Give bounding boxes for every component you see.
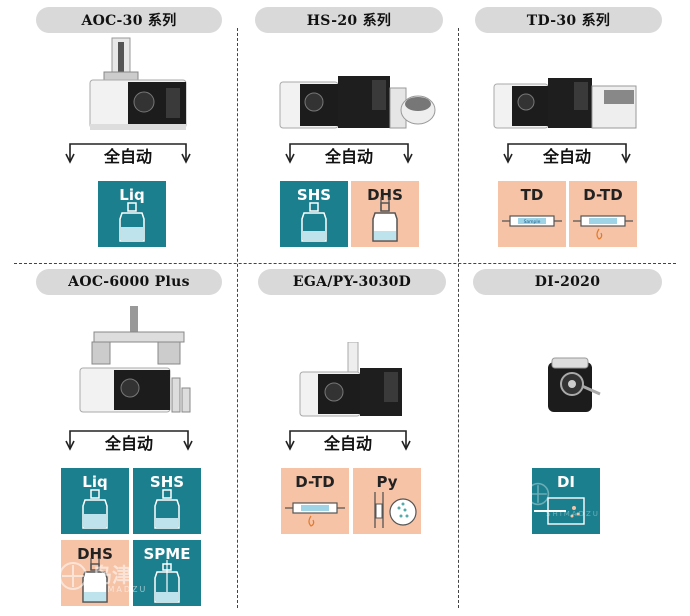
bottle-icon: [119, 202, 145, 242]
bottle-icon: [82, 558, 108, 603]
auto-indicator-aoc6000: 全自动: [64, 427, 194, 457]
mode-tile-d-td: D-TD: [569, 181, 637, 247]
mode-label: DHS: [77, 545, 113, 563]
auto-label: 全自动: [324, 147, 373, 166]
gc-instrument-td30: [493, 78, 637, 129]
gc-instrument-aoc6000: [79, 306, 191, 413]
mode-label: D-TD: [583, 186, 623, 204]
gc-instrument-aoc30: [89, 37, 187, 130]
watermark-cn: 岛津: [92, 563, 132, 587]
auto-label: 全自动: [323, 434, 372, 453]
gc-instrument-egapy: [299, 342, 402, 417]
bottle-icon: [301, 202, 327, 242]
auto-label: 全自动: [542, 147, 591, 166]
mode-tile-td: TD Sample: [498, 181, 566, 247]
pyrolysis-icon: [374, 492, 417, 528]
mode-tile-spme: SPME: [133, 540, 201, 606]
auto-indicator-egapy: 全自动: [284, 427, 412, 457]
mode-tile-py: Py: [353, 468, 421, 534]
shimadzu-watermark-right: SHIMADZU: [526, 480, 606, 520]
tube-icon: [285, 502, 345, 527]
mode-label: SHS: [149, 473, 185, 491]
auto-indicator-aoc30: 全自动: [64, 140, 192, 170]
mode-tile-dhs: DHS: [351, 181, 419, 247]
column-divider-left: [237, 28, 238, 608]
mode-label: SHS: [296, 186, 332, 204]
system-title-aoc30: AOC-30 系列: [36, 7, 222, 33]
bottle-icon: [82, 489, 108, 529]
system-title-aoc6000: AOC-6000 Plus: [36, 269, 222, 295]
mode-tile-di: DI: [532, 468, 600, 534]
direct-inlet-icon: [534, 497, 585, 525]
mode-label: TD: [520, 186, 544, 204]
mode-tile-d-td: D-TD: [281, 468, 349, 534]
auto-indicator-td30: 全自动: [502, 140, 632, 170]
mode-label: D-TD: [295, 473, 335, 491]
mode-label: Liq: [119, 186, 145, 204]
shimadzu-logo-icon: [526, 482, 550, 506]
row-divider: [14, 263, 676, 264]
system-title-hs20: HS-20 系列: [255, 7, 443, 33]
mode-label: Liq: [82, 473, 108, 491]
mode-tile-liq: Liq: [98, 181, 166, 247]
system-title-di2020: DI-2020: [473, 269, 662, 295]
direct-inlet-device: [548, 357, 601, 412]
auto-label: 全自动: [103, 147, 152, 166]
tube-sample-text: Sample: [524, 219, 541, 225]
bottle-icon: [154, 489, 180, 529]
tube-icon: [573, 215, 633, 240]
auto-label: 全自动: [104, 434, 153, 453]
bottle-icon: [154, 560, 180, 603]
mode-label: DI: [556, 473, 576, 491]
mode-tile-shs: SHS: [280, 181, 348, 247]
shimadzu-logo-icon: [59, 562, 87, 590]
shimadzu-watermark: 岛津 SHIMADZU: [58, 557, 168, 601]
mode-tile-liq: Liq: [61, 468, 129, 534]
system-title-td30: TD-30 系列: [475, 7, 662, 33]
system-title-egapy: EGA/PY-3030D: [258, 269, 446, 295]
mode-label: DHS: [367, 186, 403, 204]
mode-tile-shs: SHS: [133, 468, 201, 534]
gc-instrument-hs20: [279, 76, 436, 129]
bottle-icon: [372, 197, 398, 242]
mode-label: Py: [376, 473, 398, 491]
watermark-en: SHIMADZU: [88, 585, 148, 594]
auto-indicator-hs20: 全自动: [284, 140, 414, 170]
column-divider-right: [458, 28, 459, 608]
watermark-en: SHIMADZU: [546, 510, 600, 518]
tube-icon: Sample: [502, 215, 562, 227]
mode-label: SPME: [143, 545, 191, 563]
